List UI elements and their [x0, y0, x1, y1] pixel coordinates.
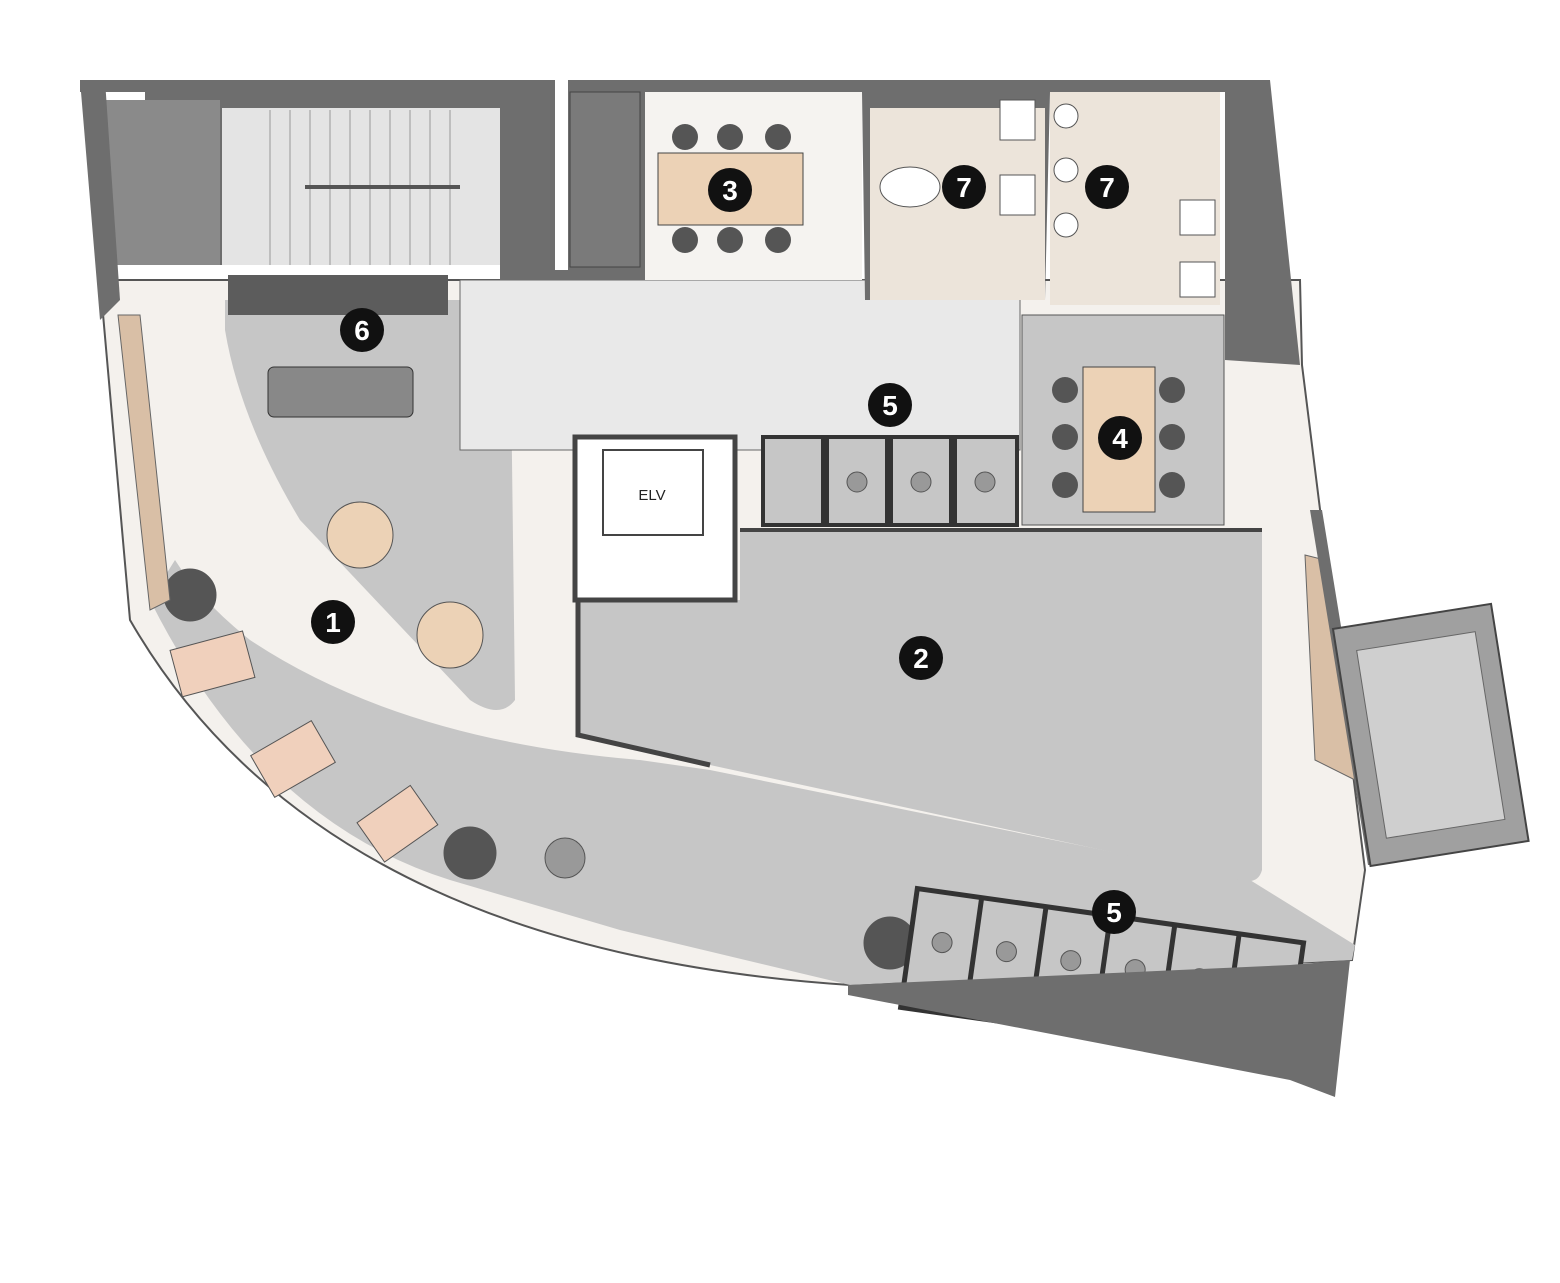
svg-text:7: 7 — [956, 172, 972, 203]
bench-seats — [169, 630, 439, 863]
svg-text:2: 2 — [913, 643, 929, 674]
zone-marker-2: 2 — [899, 636, 943, 680]
svg-text:6: 6 — [354, 315, 370, 346]
chairs-4 — [1052, 377, 1185, 498]
svg-text:7: 7 — [1099, 172, 1115, 203]
corridor — [459, 279, 1021, 451]
zone-2-wall — [575, 600, 711, 768]
svg-text:3: 3 — [722, 175, 738, 206]
storage — [569, 91, 641, 268]
left-wall — [80, 80, 120, 320]
zone-marker-6: 6 — [340, 308, 384, 352]
zone-marker-1: 1 — [311, 600, 355, 644]
booth-stools — [846, 471, 996, 493]
kitchen-island — [267, 366, 414, 418]
kitchen-counter — [228, 275, 448, 315]
stair-treads — [269, 110, 460, 265]
chairs-3 — [672, 124, 791, 253]
svg-text:5: 5 — [1106, 897, 1122, 928]
elevator — [572, 434, 738, 603]
elevator-car — [602, 449, 704, 536]
zone-2-area — [578, 532, 1262, 882]
elevator-label: ELV — [638, 487, 665, 504]
round-tables — [163, 501, 917, 970]
zone-marker-5b: 5 — [1092, 890, 1136, 934]
svg-text:4: 4 — [1112, 423, 1128, 454]
toilets — [879, 99, 1216, 298]
zone-marker-7b: 7 — [1085, 165, 1129, 209]
zone-marker-7a: 7 — [942, 165, 986, 209]
exterior-stair — [1331, 602, 1530, 868]
svg-text:1: 1 — [325, 607, 341, 638]
svg-text:5: 5 — [882, 390, 898, 421]
left-shaft — [105, 100, 220, 265]
lounge-strip — [150, 560, 1355, 985]
window-bench — [117, 314, 171, 611]
bottom-wall — [848, 960, 1350, 1097]
zone-marker-5a: 5 — [868, 383, 912, 427]
zone-marker-3: 3 — [708, 168, 752, 212]
zone-marker-4: 4 — [1098, 416, 1142, 460]
